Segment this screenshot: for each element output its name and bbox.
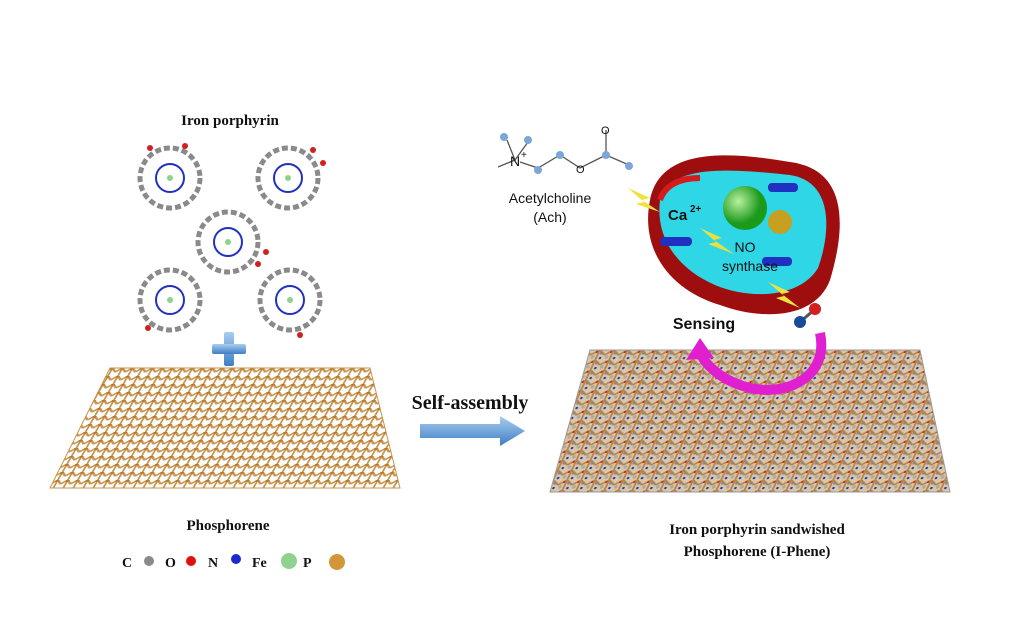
porphyrin-molecule (137, 267, 203, 333)
calcium-label: Ca (668, 207, 688, 224)
legend-swatch-o (186, 556, 196, 566)
porphyrin-molecule (195, 209, 269, 275)
phosphorene-sheet (49, 367, 401, 489)
iron-porphyrin-title: Iron porphyrin (181, 113, 279, 129)
nucleus (723, 186, 767, 230)
no-molecule-icon (794, 303, 821, 328)
no-label: NO (735, 239, 756, 255)
phosphorene-label: Phosphorene (186, 518, 269, 534)
self-assembly-arrow (420, 416, 525, 446)
organelle (762, 257, 792, 266)
lightning-icon (768, 282, 800, 308)
lightning-icon (628, 188, 660, 212)
molecule-n-label: N (510, 153, 520, 169)
legend-label-c: C (122, 556, 132, 571)
organelle (660, 237, 692, 246)
calcium-charge-label: 2+ (690, 204, 702, 215)
synthase-label: synthase (722, 258, 778, 274)
molecule-o-label: O (601, 125, 610, 137)
plus-icon (212, 332, 246, 366)
porphyrin-molecule (257, 267, 323, 338)
legend-label-p: P (303, 556, 312, 571)
self-assembly-label: Self-assembly (412, 392, 529, 414)
sensing-arrow (695, 331, 827, 395)
legend-label-fe: Fe (252, 556, 267, 571)
i-phene-sheet (549, 349, 951, 493)
legend-swatch-c (144, 556, 154, 566)
sensing-label: Sensing (673, 316, 735, 333)
cell-illustration: Ca 2+ NO synthase (628, 155, 840, 315)
organelle (768, 210, 792, 234)
porphyrin-molecule (255, 145, 326, 211)
legend-swatch-p (329, 554, 345, 570)
porphyrin-molecule (137, 143, 203, 211)
ach-label: (Ach) (533, 209, 566, 225)
acetylcholine-molecule: N + O O (497, 125, 633, 176)
lightning-icon (700, 228, 734, 254)
acetylcholine-label: Acetylcholine (509, 190, 592, 206)
molecule-o-label: O (576, 164, 585, 176)
porphyrin-molecules (137, 143, 326, 338)
molecule-plus-label: + (521, 150, 527, 161)
sensing-arrow-head (686, 338, 714, 360)
product-label-line2: Phosphorene (I-Phene) (684, 544, 831, 560)
legend-label-n: N (208, 556, 218, 571)
legend-label-o: O (165, 556, 176, 571)
atom-legend: C O N Fe P (122, 553, 345, 571)
legend-swatch-n (231, 554, 241, 564)
legend-swatch-fe (281, 553, 297, 569)
product-label-line1: Iron porphyrin sandwished (669, 522, 845, 538)
organelle (768, 183, 798, 192)
